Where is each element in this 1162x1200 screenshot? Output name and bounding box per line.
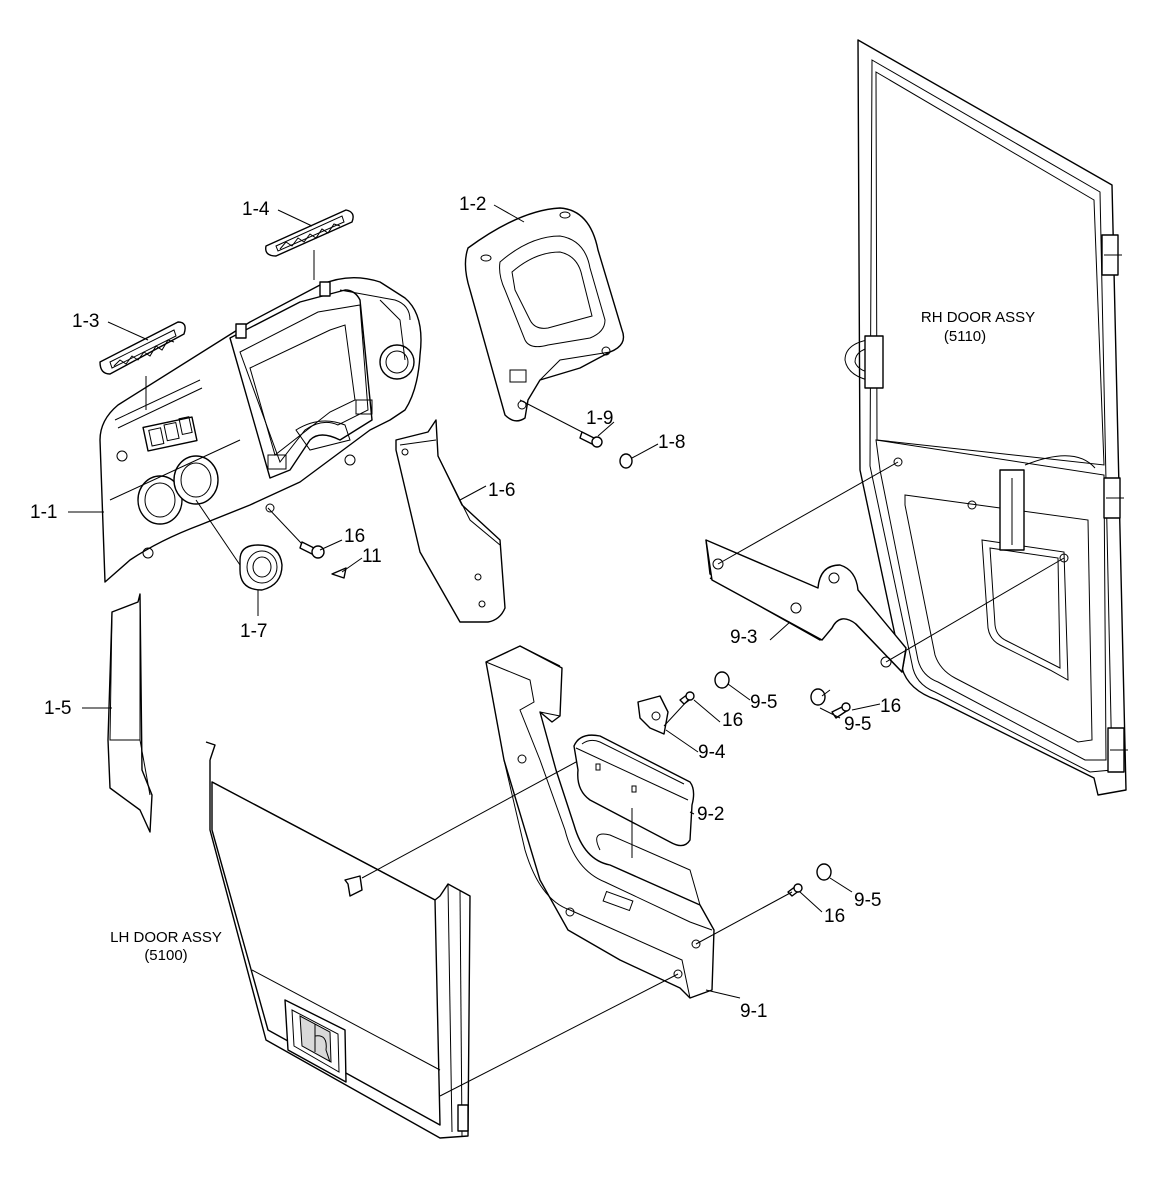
rh-door-assembly-code: (5110) (944, 328, 986, 345)
part-9-1-bracket (485, 645, 715, 999)
leader-lines (68, 204, 881, 999)
part-9-4-plate (637, 695, 669, 735)
label-16-b: 16 (880, 696, 901, 717)
label-1-5: 1-5 (44, 698, 71, 719)
part-1-1-dash-panel (99, 277, 422, 583)
label-9-2: 9-2 (697, 804, 724, 825)
label-1-6: 1-6 (488, 480, 515, 501)
label-9-5-b: 9-5 (844, 714, 871, 735)
label-1-3: 1-3 (72, 311, 99, 332)
part-1-6-trim (395, 419, 506, 623)
label-1-8: 1-8 (658, 432, 685, 453)
label-16-c: 16 (722, 710, 743, 731)
label-9-3: 9-3 (730, 627, 757, 648)
part-9-3-bracket (705, 539, 907, 673)
part-number-labels: 1-4 1-2 1-3 1-9 1-8 1-6 1-1 16 11 1-7 1-… (30, 194, 901, 1022)
label-16-a: 16 (344, 526, 365, 547)
label-11: 11 (362, 546, 382, 567)
label-9-5-c: 9-5 (854, 890, 881, 911)
label-1-9: 1-9 (586, 408, 613, 429)
part-1-7-knob (239, 544, 283, 591)
hardware-screws-clips (299, 431, 851, 897)
lh-door-assembly: LH DOOR ASSY (5100) (110, 741, 471, 1139)
rh-door-assembly: RH DOOR ASSY (5110) (844, 39, 1128, 796)
part-1-4-vent (265, 209, 354, 257)
label-1-4: 1-4 (242, 199, 270, 220)
label-1-2: 1-2 (459, 194, 486, 215)
label-1-1: 1-1 (30, 502, 57, 523)
lh-door-assembly-code: (5100) (144, 947, 187, 964)
label-9-4: 9-4 (698, 742, 726, 763)
assembly-reference-lines (145, 250, 1065, 1097)
label-9-1: 9-1 (740, 1001, 767, 1022)
lh-door-assembly-label: LH DOOR ASSY (110, 929, 222, 946)
rh-door-assembly-label: RH DOOR ASSY (921, 309, 1035, 326)
label-16-d: 16 (824, 906, 845, 927)
part-1-5-trim (107, 593, 153, 833)
label-9-5-a: 9-5 (750, 692, 777, 713)
part-1-2-cover (464, 207, 625, 422)
label-1-7: 1-7 (240, 621, 267, 642)
part-9-2-cup (573, 734, 695, 847)
part-1-3-vent (99, 321, 186, 375)
